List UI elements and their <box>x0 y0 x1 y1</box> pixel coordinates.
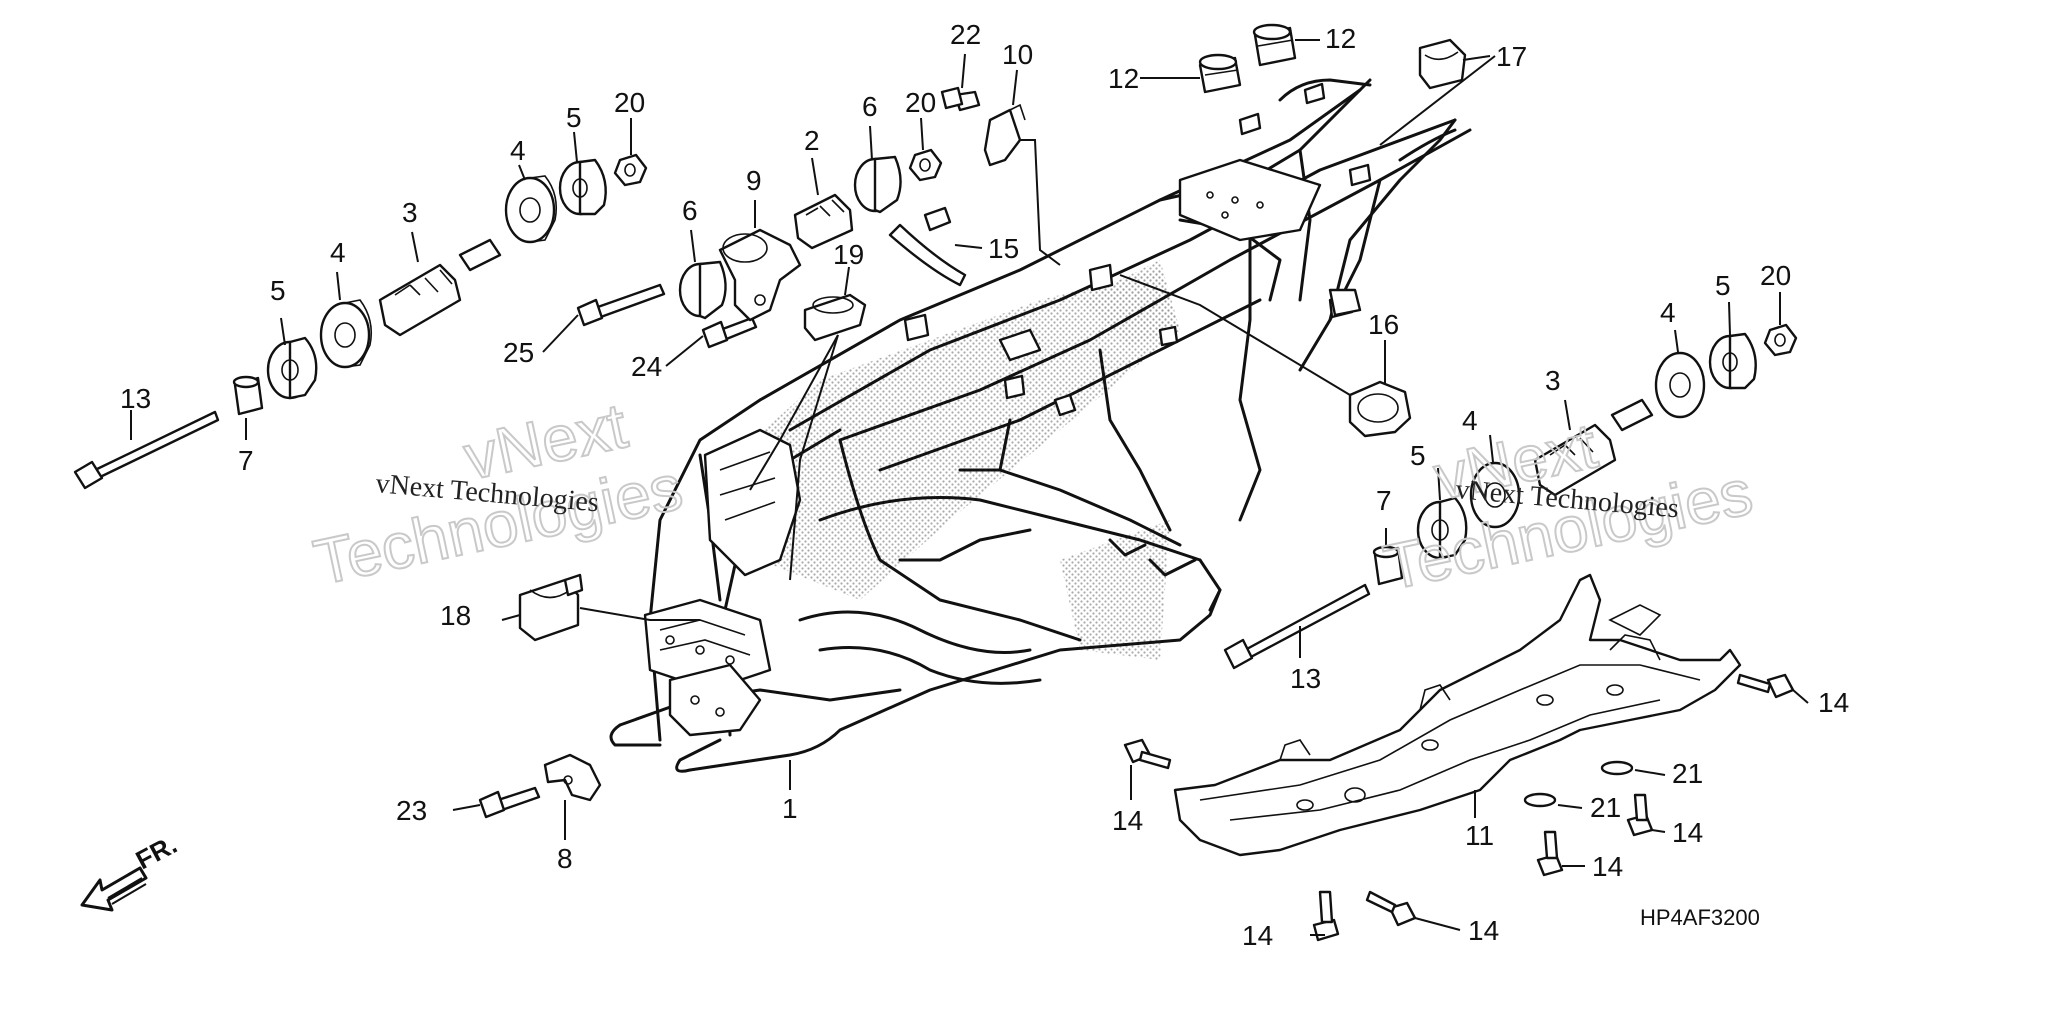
callout-14: 14 <box>1242 920 1273 951</box>
callout-4: 4 <box>1660 297 1676 328</box>
callout-7: 7 <box>1376 485 1392 516</box>
front-direction-arrow: FR. <box>80 829 182 912</box>
callout-21: 21 <box>1672 758 1703 789</box>
callout-9: 9 <box>746 165 762 196</box>
callout-13: 13 <box>120 383 151 414</box>
callout-23: 23 <box>396 795 427 826</box>
callout-4: 4 <box>1462 405 1478 436</box>
callout-15: 15 <box>988 233 1019 264</box>
callout-12: 12 <box>1108 63 1139 94</box>
callout-13: 13 <box>1290 663 1321 694</box>
callout-14: 14 <box>1592 851 1623 882</box>
callout-6: 6 <box>682 195 698 226</box>
skid-fasteners <box>1123 673 1795 942</box>
callout-5: 5 <box>1715 270 1731 301</box>
callout-5: 5 <box>270 275 286 306</box>
callout-3: 3 <box>402 197 418 228</box>
callout-20: 20 <box>1760 260 1791 291</box>
callout-16: 16 <box>1368 309 1399 340</box>
callout-labels: 13 7 5 4 3 4 5 20 25 24 6 9 2 6 20 22 10… <box>120 19 1849 951</box>
callout-8: 8 <box>557 843 573 874</box>
leader-lines <box>130 39 1809 936</box>
callout-14: 14 <box>1112 805 1143 836</box>
diagram-code: HP4AF3200 <box>1640 905 1760 930</box>
callout-4: 4 <box>510 135 526 166</box>
top-parts <box>1198 23 1467 94</box>
arrow-icon <box>80 866 148 912</box>
callout-4: 4 <box>330 237 346 268</box>
skid-plate <box>1173 573 1742 857</box>
callout-14: 14 <box>1468 915 1499 946</box>
callout-6: 6 <box>862 91 878 122</box>
callout-24: 24 <box>631 351 662 382</box>
callout-12: 12 <box>1325 23 1356 54</box>
callout-20: 20 <box>905 87 936 118</box>
callout-22: 22 <box>950 19 981 50</box>
left-mount-parts <box>73 86 1412 819</box>
callout-10: 10 <box>1002 39 1033 70</box>
callout-14: 14 <box>1672 817 1703 848</box>
callout-18: 18 <box>440 600 471 631</box>
callout-14: 14 <box>1818 687 1849 718</box>
callout-5: 5 <box>1410 440 1426 471</box>
callout-17: 17 <box>1496 41 1527 72</box>
callout-20: 20 <box>614 87 645 118</box>
callout-5: 5 <box>566 102 582 133</box>
callout-21: 21 <box>1590 792 1621 823</box>
callout-3: 3 <box>1545 365 1561 396</box>
callout-2: 2 <box>804 125 820 156</box>
callout-11: 11 <box>1465 820 1494 851</box>
callout-25: 25 <box>503 337 534 368</box>
right-mount-parts <box>1223 323 1798 670</box>
callout-7: 7 <box>238 445 254 476</box>
main-frame <box>609 78 1472 773</box>
callout-19: 19 <box>833 239 864 270</box>
callout-1: 1 <box>782 793 798 824</box>
